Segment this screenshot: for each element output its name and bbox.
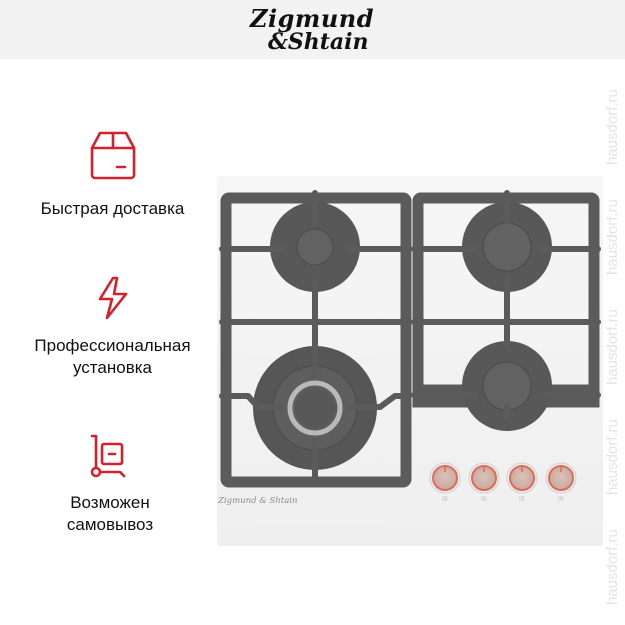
watermark: hausdorf.ru hausdorf.ru hausdorf.ru haus… bbox=[598, 60, 625, 620]
feature-label-line1: Профессиональная bbox=[34, 336, 191, 355]
feature-label-line2: самовывоз bbox=[66, 515, 154, 534]
feature-self-pickup: Возможен самовывоз bbox=[30, 432, 190, 536]
brand-logo-line2: &Shtain bbox=[268, 29, 369, 55]
brand-logo: Zigmund &Shtain bbox=[248, 2, 388, 58]
feature-label-line1: Возможен bbox=[70, 493, 150, 512]
hob-brand-label: Zigmund & Shtain bbox=[217, 496, 297, 506]
watermark-text: hausdorf.ru bbox=[604, 419, 621, 495]
brand-logo-line1: Zigmund bbox=[250, 4, 374, 33]
feature-pro-installation: Профессиональная установка bbox=[5, 275, 220, 379]
watermark-text: hausdorf.ru bbox=[604, 199, 621, 275]
feature-label-line2: установка bbox=[73, 358, 152, 377]
gas-hob-image: Zigmund & Shtain ▯▯ ▯▯ ▯▯ ▯▯ bbox=[217, 176, 603, 546]
watermark-text: hausdorf.ru bbox=[604, 529, 621, 605]
lightning-icon bbox=[98, 276, 127, 320]
svg-text:▯▯: ▯▯ bbox=[558, 496, 564, 502]
feature-label: Быстрая доставка bbox=[40, 199, 185, 218]
watermark-text: hausdorf.ru bbox=[604, 89, 621, 165]
box-icon bbox=[90, 131, 135, 180]
svg-text:▯▯: ▯▯ bbox=[442, 496, 448, 502]
svg-text:▯▯: ▯▯ bbox=[519, 496, 525, 502]
control-knobs: ▯▯ ▯▯ ▯▯ ▯▯ bbox=[429, 462, 577, 502]
hand-truck-icon bbox=[90, 434, 126, 478]
brand-header: Zigmund &Shtain bbox=[0, 0, 625, 59]
feature-fast-delivery: Быстрая доставка bbox=[20, 130, 205, 220]
watermark-text: hausdorf.ru bbox=[604, 309, 621, 385]
svg-text:▯▯: ▯▯ bbox=[481, 496, 487, 502]
